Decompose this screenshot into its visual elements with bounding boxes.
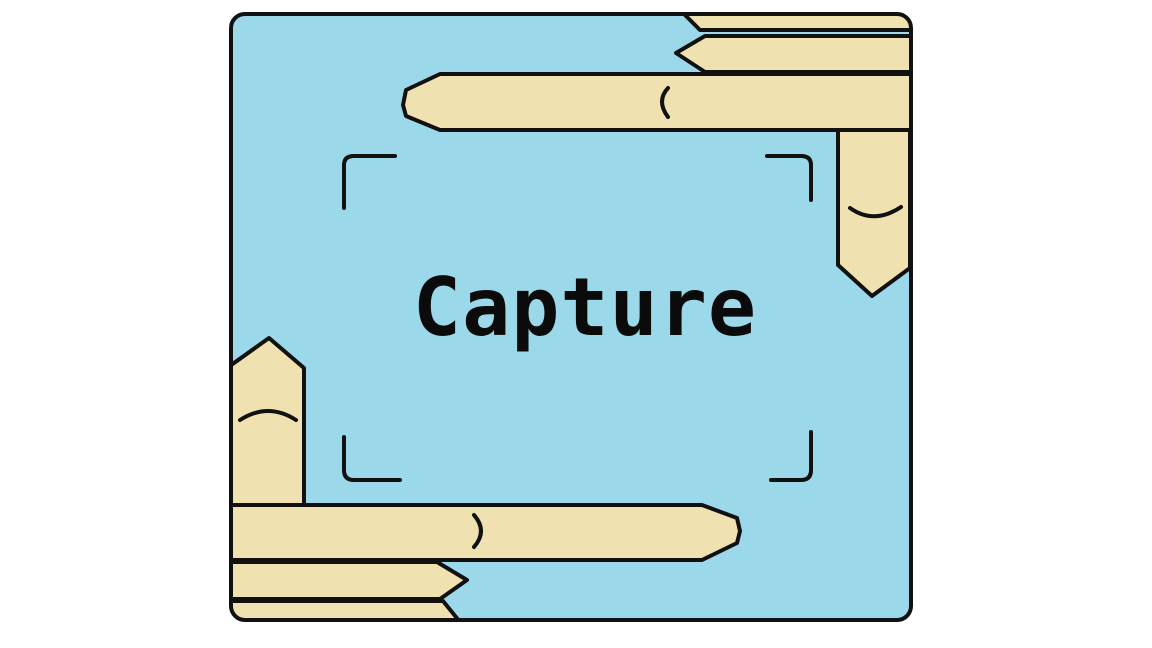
panel-border: [229, 12, 913, 622]
rounded-square-icon: [231, 14, 911, 620]
capture-title: Capture: [412, 261, 758, 354]
framing-hand-bottom-left-icon: [231, 336, 742, 620]
viewfinder-corners-icon: [342, 154, 813, 482]
framing-hand-top-right-icon: [401, 14, 911, 298]
